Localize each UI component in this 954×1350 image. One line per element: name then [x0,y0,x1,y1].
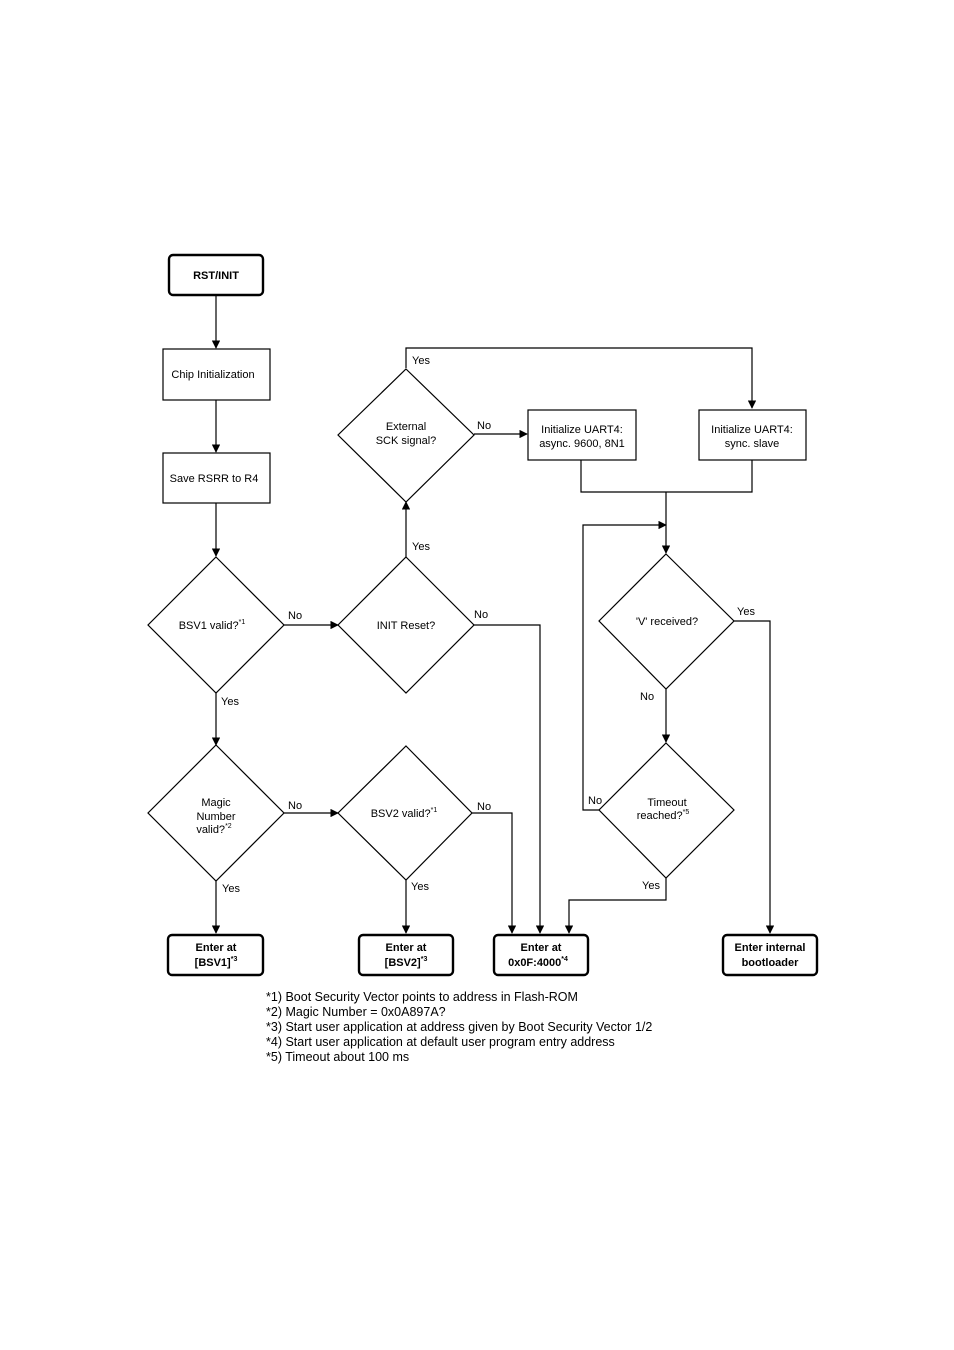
magic-label-2: Number [196,811,235,823]
bsv2-valid-label: BSV2 valid? [371,808,431,820]
svg-text:valid?*2: valid?*2 [196,823,231,836]
footnote-3: *3) Start user application at address gi… [266,1020,653,1034]
node-init-reset: INIT Reset? [337,556,475,694]
label-bsv2-yes: Yes [411,881,429,893]
node-enter-default: Enter at 0x0F:4000*4 [492,933,590,977]
save-rsrr-label: Save RSRR to R4 [170,473,259,485]
edge-v-yes [734,620,775,934]
node-uart-async: Initialize UART4: async. 9600, 8N1 [527,409,637,461]
chip-init-label: Chip Initialization [171,369,254,381]
enter-bsv1-label-2: [BSV1] [195,957,231,969]
footnote-4: *4) Start user application at default us… [266,1035,615,1049]
footnote-2: *2) Magic Number = 0x0A897A? [266,1005,446,1019]
enter-bsv1-footnote: *3 [231,956,238,963]
enter-bsv2-label-2: [BSV2] [385,957,421,969]
uart-sync-label-1: Initialize UART4: [711,424,793,436]
external-sck-label-2: SCK signal? [376,435,437,447]
footnote-5: *5) Timeout about 100 ms [266,1050,410,1064]
v-received-label: 'V' received? [636,616,698,628]
uart-async-label-1: Initialize UART4: [541,424,623,436]
edge-init-no [474,624,545,934]
label-init-yes: Yes [412,541,430,553]
node-timeout: Timeout reached?*5 [598,742,735,879]
timeout-label-2: reached? [637,810,683,822]
init-reset-label: INIT Reset? [377,620,436,632]
footnotes: *1) Boot Security Vector points to addre… [266,990,652,1065]
edge-ext-yes [405,347,757,409]
label-magic-no: No [288,800,302,812]
node-external-sck: External SCK signal? [337,368,475,503]
enter-boot-label-2: bootloader [742,957,800,969]
label-v-yes: Yes [737,606,755,618]
svg-text:0x0F:4000*4: 0x0F:4000*4 [508,956,568,969]
label-v-no: No [640,691,654,703]
rst-init-label: RST/INIT [193,270,239,282]
node-enter-bsv1: Enter at [BSV1]*3 [166,933,265,977]
node-magic-number: Magic Number valid?*2 [147,744,285,882]
label-bsv2-no: No [477,801,491,813]
node-chip-init: Chip Initialization [162,348,271,401]
enter-default-label-1: Enter at [521,942,562,954]
node-bsv1-valid: BSV1 valid?*1 [147,556,285,694]
enter-default-label-2: 0x0F:4000 [508,957,561,969]
node-rst-init: RST/INIT [167,253,265,297]
label-bsv1-yes: Yes [221,696,239,708]
bsv2-valid-footnote: *1 [431,807,438,814]
edge-uart-merge [580,460,753,493]
label-bsv1-no: No [288,610,302,622]
label-ext-no: No [477,420,491,432]
svg-text:reached?*5: reached?*5 [637,809,690,822]
svg-text:BSV1 valid?*1: BSV1 valid?*1 [179,619,246,632]
svg-text:BSV2 valid?*1: BSV2 valid?*1 [371,807,438,820]
edge-bsv2-no [472,812,517,934]
label-timeout-no: No [588,795,602,807]
enter-boot-label-1: Enter internal [735,942,806,954]
svg-text:[BSV1]*3: [BSV1]*3 [195,956,238,969]
external-sck-label-1: External [386,421,426,433]
connectors [211,296,775,934]
magic-label-1: Magic [201,797,231,809]
node-enter-bootloader: Enter internal bootloader [721,933,819,977]
label-magic-yes: Yes [222,883,240,895]
node-v-received: 'V' received? [598,553,735,690]
edge-timeout-yes [564,878,667,934]
node-uart-sync: Initialize UART4: sync. slave [698,409,807,461]
timeout-label-1: Timeout [647,797,686,809]
bsv1-valid-label: BSV1 valid? [179,620,239,632]
node-bsv2-valid: BSV2 valid?*1 [337,745,473,881]
enter-bsv1-label-1: Enter at [196,942,237,954]
edge-labels: No Yes Yes No Yes No No Yes No Yes Yes N… [221,355,755,895]
label-timeout-yes: Yes [642,880,660,892]
magic-footnote: *2 [225,823,232,830]
uart-async-label-2: async. 9600, 8N1 [539,438,625,450]
node-save-rsrr: Save RSRR to R4 [162,452,271,504]
node-enter-bsv2: Enter at [BSV2]*3 [357,933,455,977]
timeout-footnote: *5 [683,809,690,816]
enter-default-footnote: *4 [561,956,568,963]
footnote-1: *1) Boot Security Vector points to addre… [266,990,578,1004]
bsv1-valid-footnote: *1 [239,619,246,626]
enter-bsv2-footnote: *3 [421,956,428,963]
svg-text:[BSV2]*3: [BSV2]*3 [385,956,428,969]
label-init-no: No [474,609,488,621]
magic-label-3: valid? [196,824,225,836]
edge-timeout-no [582,520,667,811]
uart-sync-label-2: sync. slave [725,438,779,450]
enter-bsv2-label-1: Enter at [386,942,427,954]
label-ext-yes: Yes [412,355,430,367]
